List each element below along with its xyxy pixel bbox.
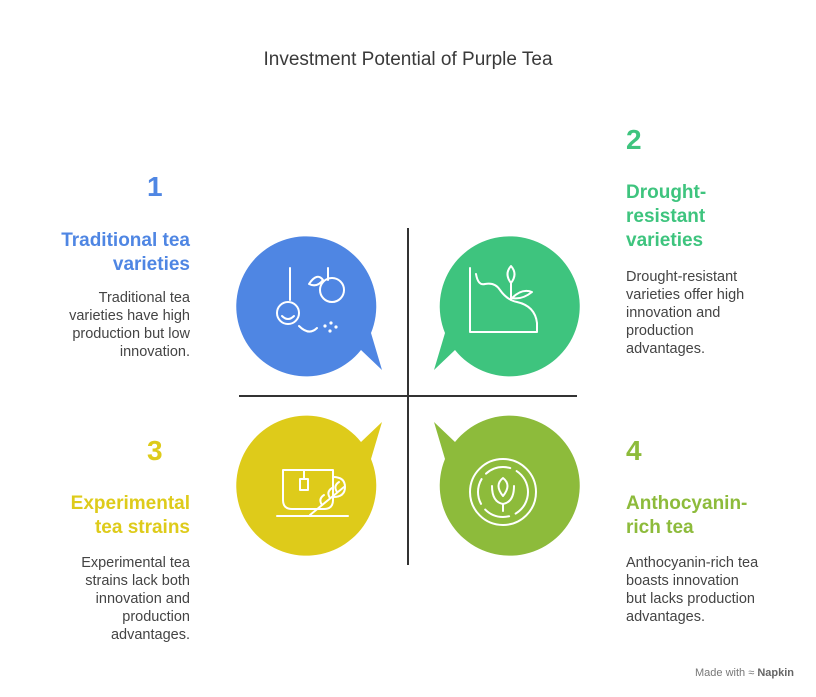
napkin-watermark: Made with ≈ Napkin bbox=[695, 667, 794, 679]
quadrant-2-heading: Drought- resistant varieties bbox=[626, 181, 706, 253]
diagram-title: Investment Potential of Purple Tea bbox=[263, 49, 553, 70]
quadrant-4-description-line: boasts innovation bbox=[626, 573, 739, 589]
quadrant-4-description: Anthocyanin-rich tea boasts innovation b… bbox=[626, 554, 758, 626]
quadrant-1-description-line: production but low bbox=[72, 326, 190, 342]
quadrant-3-description-line: strains lack both bbox=[85, 573, 190, 589]
quadrant-2-description: Drought-resistant varieties offer high i… bbox=[626, 268, 744, 358]
quadrant-3-heading-line: Experimental bbox=[70, 493, 190, 514]
plant-on-hill-icon bbox=[469, 265, 538, 333]
quadrant-1-description-line: varieties have high bbox=[69, 308, 190, 324]
quadrant-3-description-line: innovation and bbox=[95, 591, 190, 607]
leaf-in-circle-icon bbox=[469, 458, 537, 526]
quadrant-3-bubble bbox=[236, 415, 382, 556]
quadrant-2-heading-line: resistant bbox=[626, 206, 706, 227]
quadrant-2-description-line: advantages. bbox=[626, 341, 706, 357]
quadrant-4-description-line: but lacks production bbox=[626, 591, 755, 607]
quadrant-4-heading-line: Anthocyanin- bbox=[626, 493, 748, 514]
quadrant-4-heading-line: rich tea bbox=[626, 517, 694, 538]
quadrant-2-heading-line: Drought- bbox=[626, 182, 707, 203]
quadrant-4-heading: Anthocyanin- rich tea bbox=[626, 492, 747, 540]
napkin-brand: Napkin bbox=[757, 667, 794, 679]
quadrant-3-number: 3 bbox=[147, 435, 163, 466]
quadrant-3-heading: Experimental tea strains bbox=[71, 492, 190, 540]
quadrant-2-description-line: innovation and bbox=[626, 305, 721, 321]
quadrant-1-description-line: innovation. bbox=[119, 344, 190, 360]
quadrant-4-number: 4 bbox=[626, 435, 642, 466]
quadrant-3-description-line: Experimental tea bbox=[81, 555, 190, 571]
quadrant-2-description-line: Drought-resistant bbox=[626, 269, 738, 285]
tea-pouring-icon bbox=[276, 267, 345, 333]
quadrant-2-number: 2 bbox=[626, 124, 642, 155]
quadrant-1-heading-line: varieties bbox=[112, 254, 190, 275]
quadrant-1-description-line: Traditional tea bbox=[98, 290, 190, 306]
napkin-logo-icon: ≈ bbox=[748, 667, 755, 679]
quadrant-3-heading-line: tea strains bbox=[94, 517, 190, 538]
quadrant-1-heading-line: Traditional tea bbox=[61, 230, 190, 251]
quadrant-2-heading-line: varieties bbox=[626, 230, 704, 251]
quadrant-4-description-line: advantages. bbox=[626, 609, 706, 625]
quadrant-3-description-line: production bbox=[122, 609, 190, 625]
quadrant-1-bubble bbox=[236, 236, 382, 377]
quadrant-1-heading: Traditional tea varieties bbox=[61, 229, 190, 277]
quadrant-2-description-line: varieties offer high bbox=[626, 287, 745, 303]
quadrant-2-bubble bbox=[434, 236, 580, 377]
quadrant-1-description: Traditional tea varieties have high prod… bbox=[69, 289, 190, 361]
quadrant-3-description: Experimental tea strains lack both innov… bbox=[81, 554, 190, 644]
quadrant-4-bubble bbox=[434, 415, 580, 556]
made-with-label: Made with bbox=[695, 667, 746, 679]
quadrant-3-description-line: advantages. bbox=[110, 627, 190, 643]
quadrant-1-number: 1 bbox=[147, 171, 163, 202]
tea-cup-leaf-icon bbox=[276, 469, 349, 517]
quadrant-4-description-line: Anthocyanin-rich tea bbox=[626, 555, 759, 571]
quadrant-2-description-line: production bbox=[626, 323, 694, 339]
